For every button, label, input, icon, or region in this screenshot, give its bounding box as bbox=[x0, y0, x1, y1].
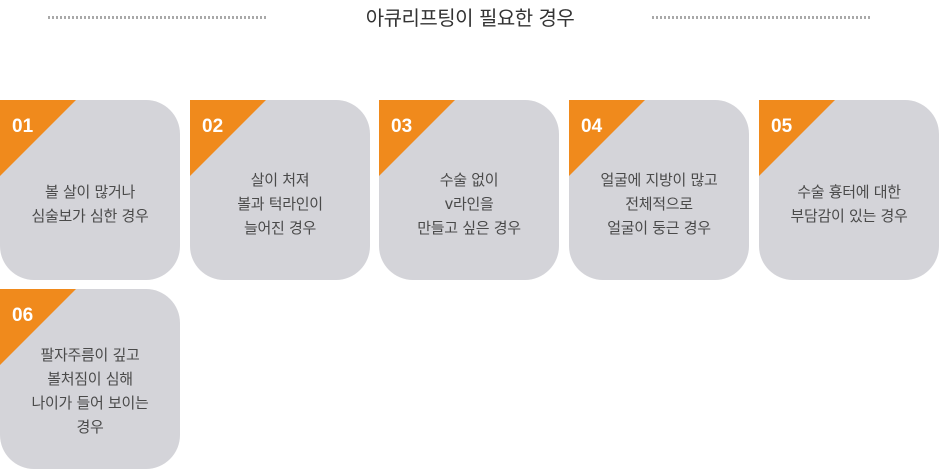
card-line: 늘어진 경우 bbox=[244, 219, 316, 237]
card-line: 만들고 싶은 경우 bbox=[417, 219, 521, 237]
card-number: 04 bbox=[581, 116, 603, 137]
card-number: 01 bbox=[12, 116, 34, 137]
case-card-02: 02 살이 처져 볼과 턱라인이 늘어진 경우 bbox=[190, 100, 370, 280]
case-card-04: 04 얼굴에 지방이 많고 전체적으로 얼굴이 둥근 경우 bbox=[569, 100, 749, 280]
card-description: 살이 처져 볼과 턱라인이 늘어진 경우 bbox=[198, 140, 362, 268]
card-line: 나이가 들어 보이는 bbox=[31, 394, 149, 412]
card-line: 살이 처져 bbox=[250, 171, 310, 189]
corner-badge bbox=[0, 100, 76, 176]
card-line: 얼굴이 둥근 경우 bbox=[607, 219, 711, 237]
case-card-01: 01 볼 살이 많거나 심술보가 심한 경우 bbox=[0, 100, 180, 280]
decorative-line-left bbox=[48, 16, 266, 19]
card-line: 볼 살이 많거나 bbox=[45, 183, 135, 201]
card-line: 심술보가 심한 경우 bbox=[31, 207, 149, 225]
corner-badge bbox=[569, 100, 645, 176]
card-description: 수술 흉터에 대한 부담감이 있는 경우 bbox=[767, 140, 931, 268]
card-line: 경우 bbox=[76, 418, 104, 436]
decorative-line-right bbox=[652, 16, 870, 19]
card-description: 볼 살이 많거나 심술보가 심한 경우 bbox=[8, 140, 172, 268]
card-description: 얼굴에 지방이 많고 전체적으로 얼굴이 둥근 경우 bbox=[577, 140, 741, 268]
card-line: 수술 흉터에 대한 bbox=[797, 183, 901, 201]
corner-badge bbox=[379, 100, 455, 176]
case-card-06: 06 팔자주름이 깊고 볼처짐이 심해 나이가 들어 보이는 경우 bbox=[0, 289, 180, 469]
card-description: 수술 없이 v라인을 만들고 싶은 경우 bbox=[387, 140, 551, 268]
card-number: 03 bbox=[391, 116, 413, 137]
card-line: 부담감이 있는 경우 bbox=[790, 207, 908, 225]
card-number: 06 bbox=[12, 305, 34, 326]
card-line: 볼처짐이 심해 bbox=[47, 370, 133, 388]
corner-badge bbox=[759, 100, 835, 176]
case-card-05: 05 수술 흉터에 대한 부담감이 있는 경우 bbox=[759, 100, 939, 280]
corner-badge bbox=[190, 100, 266, 176]
corner-badge bbox=[0, 289, 76, 365]
card-description: 팔자주름이 깊고 볼처짐이 심해 나이가 들어 보이는 경우 bbox=[8, 325, 172, 457]
card-number: 02 bbox=[202, 116, 224, 137]
card-line: 팔자주름이 깊고 bbox=[40, 346, 140, 364]
card-line: 수술 없이 bbox=[439, 171, 499, 189]
card-number: 05 bbox=[771, 116, 793, 137]
card-line: 얼굴에 지방이 많고 bbox=[600, 171, 718, 189]
card-line: 전체적으로 bbox=[625, 195, 693, 213]
card-line: v라인을 bbox=[444, 195, 494, 213]
case-card-03: 03 수술 없이 v라인을 만들고 싶은 경우 bbox=[379, 100, 559, 280]
page-title: 아큐리프팅이 필요한 경우 bbox=[365, 6, 575, 30]
section-header: 아큐리프팅이 필요한 경우 bbox=[0, 0, 940, 40]
card-line: 볼과 턱라인이 bbox=[237, 195, 323, 213]
